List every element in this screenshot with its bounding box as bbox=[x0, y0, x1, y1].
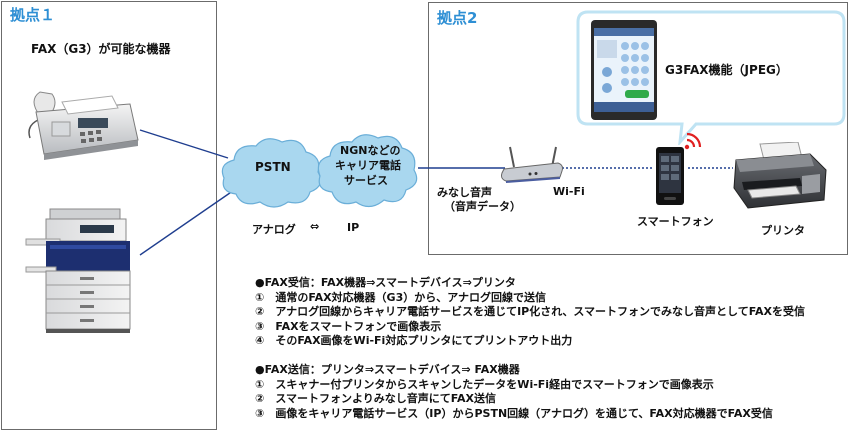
carrier-label-line2: キャリア電話 bbox=[335, 159, 401, 172]
receive-step-3: ③ FAXをスマートフォンで画像表示 bbox=[255, 319, 442, 333]
flow-notes: ●FAX受信：FAX機器⇒スマートデバイス⇒プリンタ ① 通常のFAX対応機器（… bbox=[255, 276, 805, 421]
receive-step-4: ④ そのFAX画像をWi-Fi対応プリンタにてプリントアウト出力 bbox=[255, 334, 573, 348]
send-step-1: ① スキャナー付プリンタからスキャンしたデータをWi-Fi経由でスマートフォンで… bbox=[255, 377, 714, 391]
printer-label: プリンタ bbox=[761, 224, 805, 237]
send-step-3: ③ 画像をキャリア電話サービス（IP）からPSTN回線（アナログ）を通じて、FA… bbox=[255, 406, 773, 420]
g3fax-feature-label: G3FAX機能（JPEG） bbox=[665, 63, 788, 77]
send-step-2: ② スマートフォンよりみなし音声にてFAX送信 bbox=[255, 392, 497, 406]
carrier-cloud bbox=[317, 134, 418, 208]
multifunction-printer-icon bbox=[25, 208, 131, 333]
site2-title: 拠点2 bbox=[437, 9, 478, 27]
pstn-cloud bbox=[221, 138, 322, 208]
voice-data-label-line1: みなし音声 bbox=[437, 186, 492, 199]
ip-label: IP bbox=[347, 221, 360, 234]
site1-title: 拠点１ bbox=[10, 6, 56, 24]
receive-heading: ●FAX受信：FAX機器⇒スマートデバイス⇒プリンタ bbox=[255, 276, 516, 289]
carrier-label-line1: NGNなどの bbox=[340, 144, 401, 157]
smartphone-icon bbox=[656, 147, 684, 205]
receive-step-2: ② アナログ回線からキャリア電話サービスを通じてIP化され、スマートフォンでみな… bbox=[255, 305, 805, 319]
send-heading: ●FAX送信：プリンタ⇒スマートデバイス⇒ FAX機器 bbox=[255, 362, 520, 376]
mfp-to-pstn-line bbox=[139, 185, 241, 256]
wireless-signal-icon bbox=[684, 132, 702, 150]
receive-step-1: ① 通常のFAX対応機器（G3）から、アナログ回線で送信 bbox=[255, 290, 547, 304]
conversion-arrow: ⇔ bbox=[310, 220, 320, 233]
phone-dialer-screen-icon bbox=[591, 20, 657, 120]
fax-machine-icon bbox=[28, 91, 139, 160]
wifi-label: Wi-Fi bbox=[553, 185, 585, 198]
carrier-label-line3: サービス bbox=[344, 174, 388, 187]
smartphone-label: スマートフォン bbox=[637, 215, 714, 228]
inkjet-printer-icon bbox=[733, 142, 827, 209]
analog-label: アナログ bbox=[252, 223, 296, 236]
wifi-router-icon bbox=[501, 146, 563, 183]
voice-data-label-line2: （音声データ） bbox=[444, 200, 521, 213]
pstn-label: PSTN bbox=[255, 160, 291, 174]
fax-to-pstn-line bbox=[139, 129, 229, 159]
fax-device-caption: FAX（G3）が可能な機器 bbox=[31, 42, 171, 56]
